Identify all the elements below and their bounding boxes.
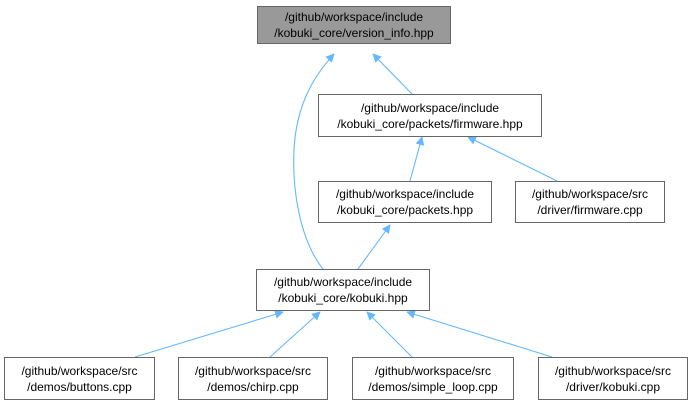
node-line2: /kobuki_core/packets.hpp: [336, 203, 474, 217]
node-firmware-hpp[interactable]: /github/workspace/include /kobuki_core/p…: [318, 94, 542, 137]
node-line1: /github/workspace/src: [554, 363, 672, 378]
node-line2: /driver/firmware.cpp: [537, 203, 643, 217]
node-line1: /github/workspace/include: [273, 275, 413, 289]
edge-buttons-cpp-to-kobuki-hpp: [134, 310, 284, 358]
edge-kobuki-hpp-to-packets-hpp: [357, 224, 391, 270]
node-kobuki-cpp[interactable]: /github/workspace/src /driver/kobuki.cpp: [538, 357, 688, 400]
node-line2: /kobuki_core/packets/firmware.hpp: [337, 116, 523, 131]
node-line2: /demos/simple_loop.cpp: [368, 379, 498, 394]
node-line2: /demos/buttons.cpp: [27, 379, 132, 394]
node-packets-hpp[interactable]: /github/workspace/include /kobuki_core/p…: [318, 181, 492, 223]
node-chirp-cpp[interactable]: /github/workspace/src /demos/chirp.cpp: [178, 357, 328, 400]
node-line2: /kobuki_core/kobuki.hpp: [278, 291, 408, 305]
edge-chirp-cpp-to-kobuki-hpp: [269, 311, 321, 358]
node-line1: /github/workspace/src: [194, 363, 312, 378]
node-line1: /github/workspace/include: [335, 187, 475, 201]
node-line1: /github/workspace/src: [531, 187, 649, 201]
node-line1: /github/workspace/include: [360, 100, 500, 115]
edge-kobuki-cpp-to-kobuki-hpp: [406, 310, 553, 358]
node-version-info-hpp: /github/workspace/include /kobuki_core/v…: [257, 6, 451, 44]
edge-kobuki-hpp-to-version-info: [293, 53, 335, 270]
node-line2: /demos/chirp.cpp: [207, 379, 299, 394]
edge-firmware-hpp-to-version-info: [372, 53, 413, 95]
node-line2: /driver/kobuki.cpp: [565, 379, 661, 394]
node-line1: /github/workspace/src: [374, 363, 492, 378]
edge-packets-hpp-to-firmware-hpp: [409, 136, 425, 182]
node-buttons-cpp[interactable]: /github/workspace/src /demos/buttons.cpp: [4, 357, 155, 400]
node-kobuki-hpp[interactable]: /github/workspace/include /kobuki_core/k…: [256, 269, 430, 311]
edge-firmware-cpp-to-firmware-hpp: [467, 136, 558, 182]
node-simple-loop-cpp[interactable]: /github/workspace/src /demos/simple_loop…: [352, 357, 514, 400]
node-line1: /github/workspace/src: [21, 363, 138, 378]
node-line2: /kobuki_core/version_info.hpp: [274, 26, 434, 40]
node-line1: /github/workspace/include: [284, 10, 424, 24]
edge-simple-loop-cpp-to-kobuki-hpp: [366, 311, 413, 358]
node-firmware-cpp[interactable]: /github/workspace/src /driver/firmware.c…: [515, 181, 665, 223]
